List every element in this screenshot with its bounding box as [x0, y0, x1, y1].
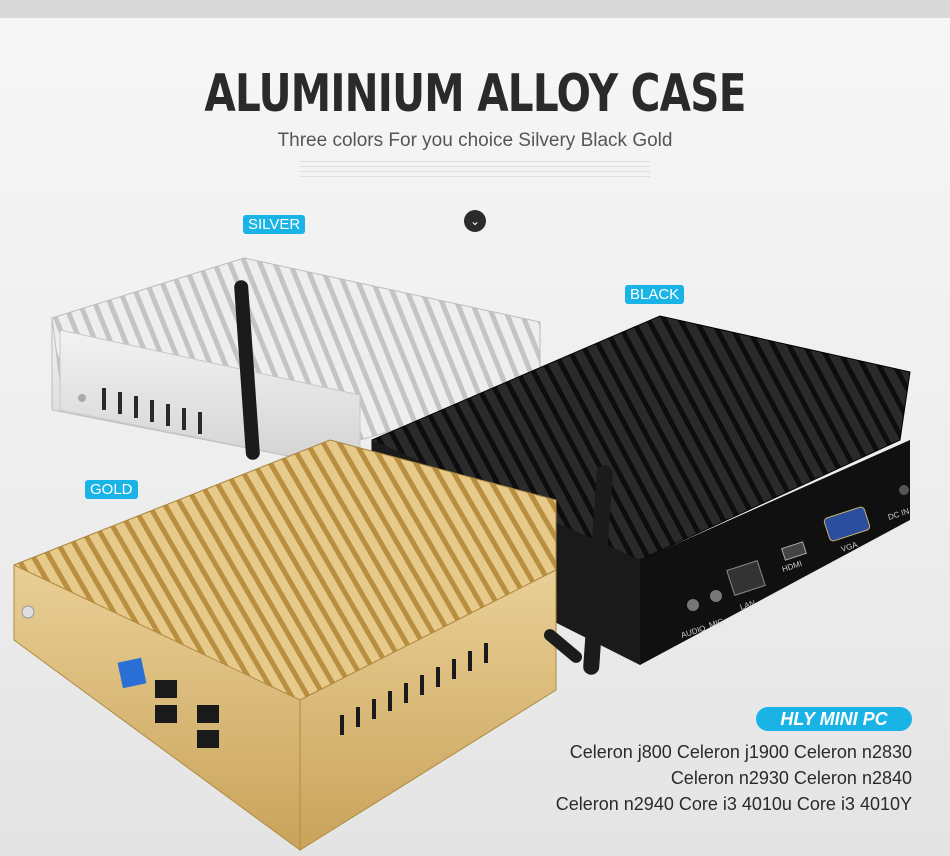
- page-title: ALUMINIUM ALLOY CASE: [204, 64, 746, 124]
- gold-case: [13, 439, 557, 851]
- scroll-down-button[interactable]: ⌄: [464, 210, 486, 232]
- chevron-down-icon: ⌄: [469, 214, 481, 228]
- color-tag-black: BLACK: [625, 285, 685, 304]
- cpu-line: Celeron j800 Celeron j1900 Celeron n2830: [569, 742, 912, 762]
- product-badge: HLY MINI PC: [756, 707, 912, 731]
- port-label-mic: MIC: [708, 617, 725, 630]
- silver-case: [51, 257, 541, 471]
- color-tag-silver: SILVER: [243, 215, 306, 234]
- color-tag-gold: GOLD: [85, 480, 138, 499]
- top-bar: [0, 0, 950, 18]
- cpu-line: Celeron n2940 Core i3 4010u Core i3 4010…: [555, 794, 912, 814]
- fine-print-decoration: [300, 161, 650, 177]
- silver-antenna: [234, 280, 260, 460]
- page-subtitle: Three colors For you choice Silvery Blac…: [277, 130, 673, 151]
- cpu-line: Celeron n2930 Celeron n2840: [670, 768, 912, 788]
- gold-antenna: [543, 465, 613, 675]
